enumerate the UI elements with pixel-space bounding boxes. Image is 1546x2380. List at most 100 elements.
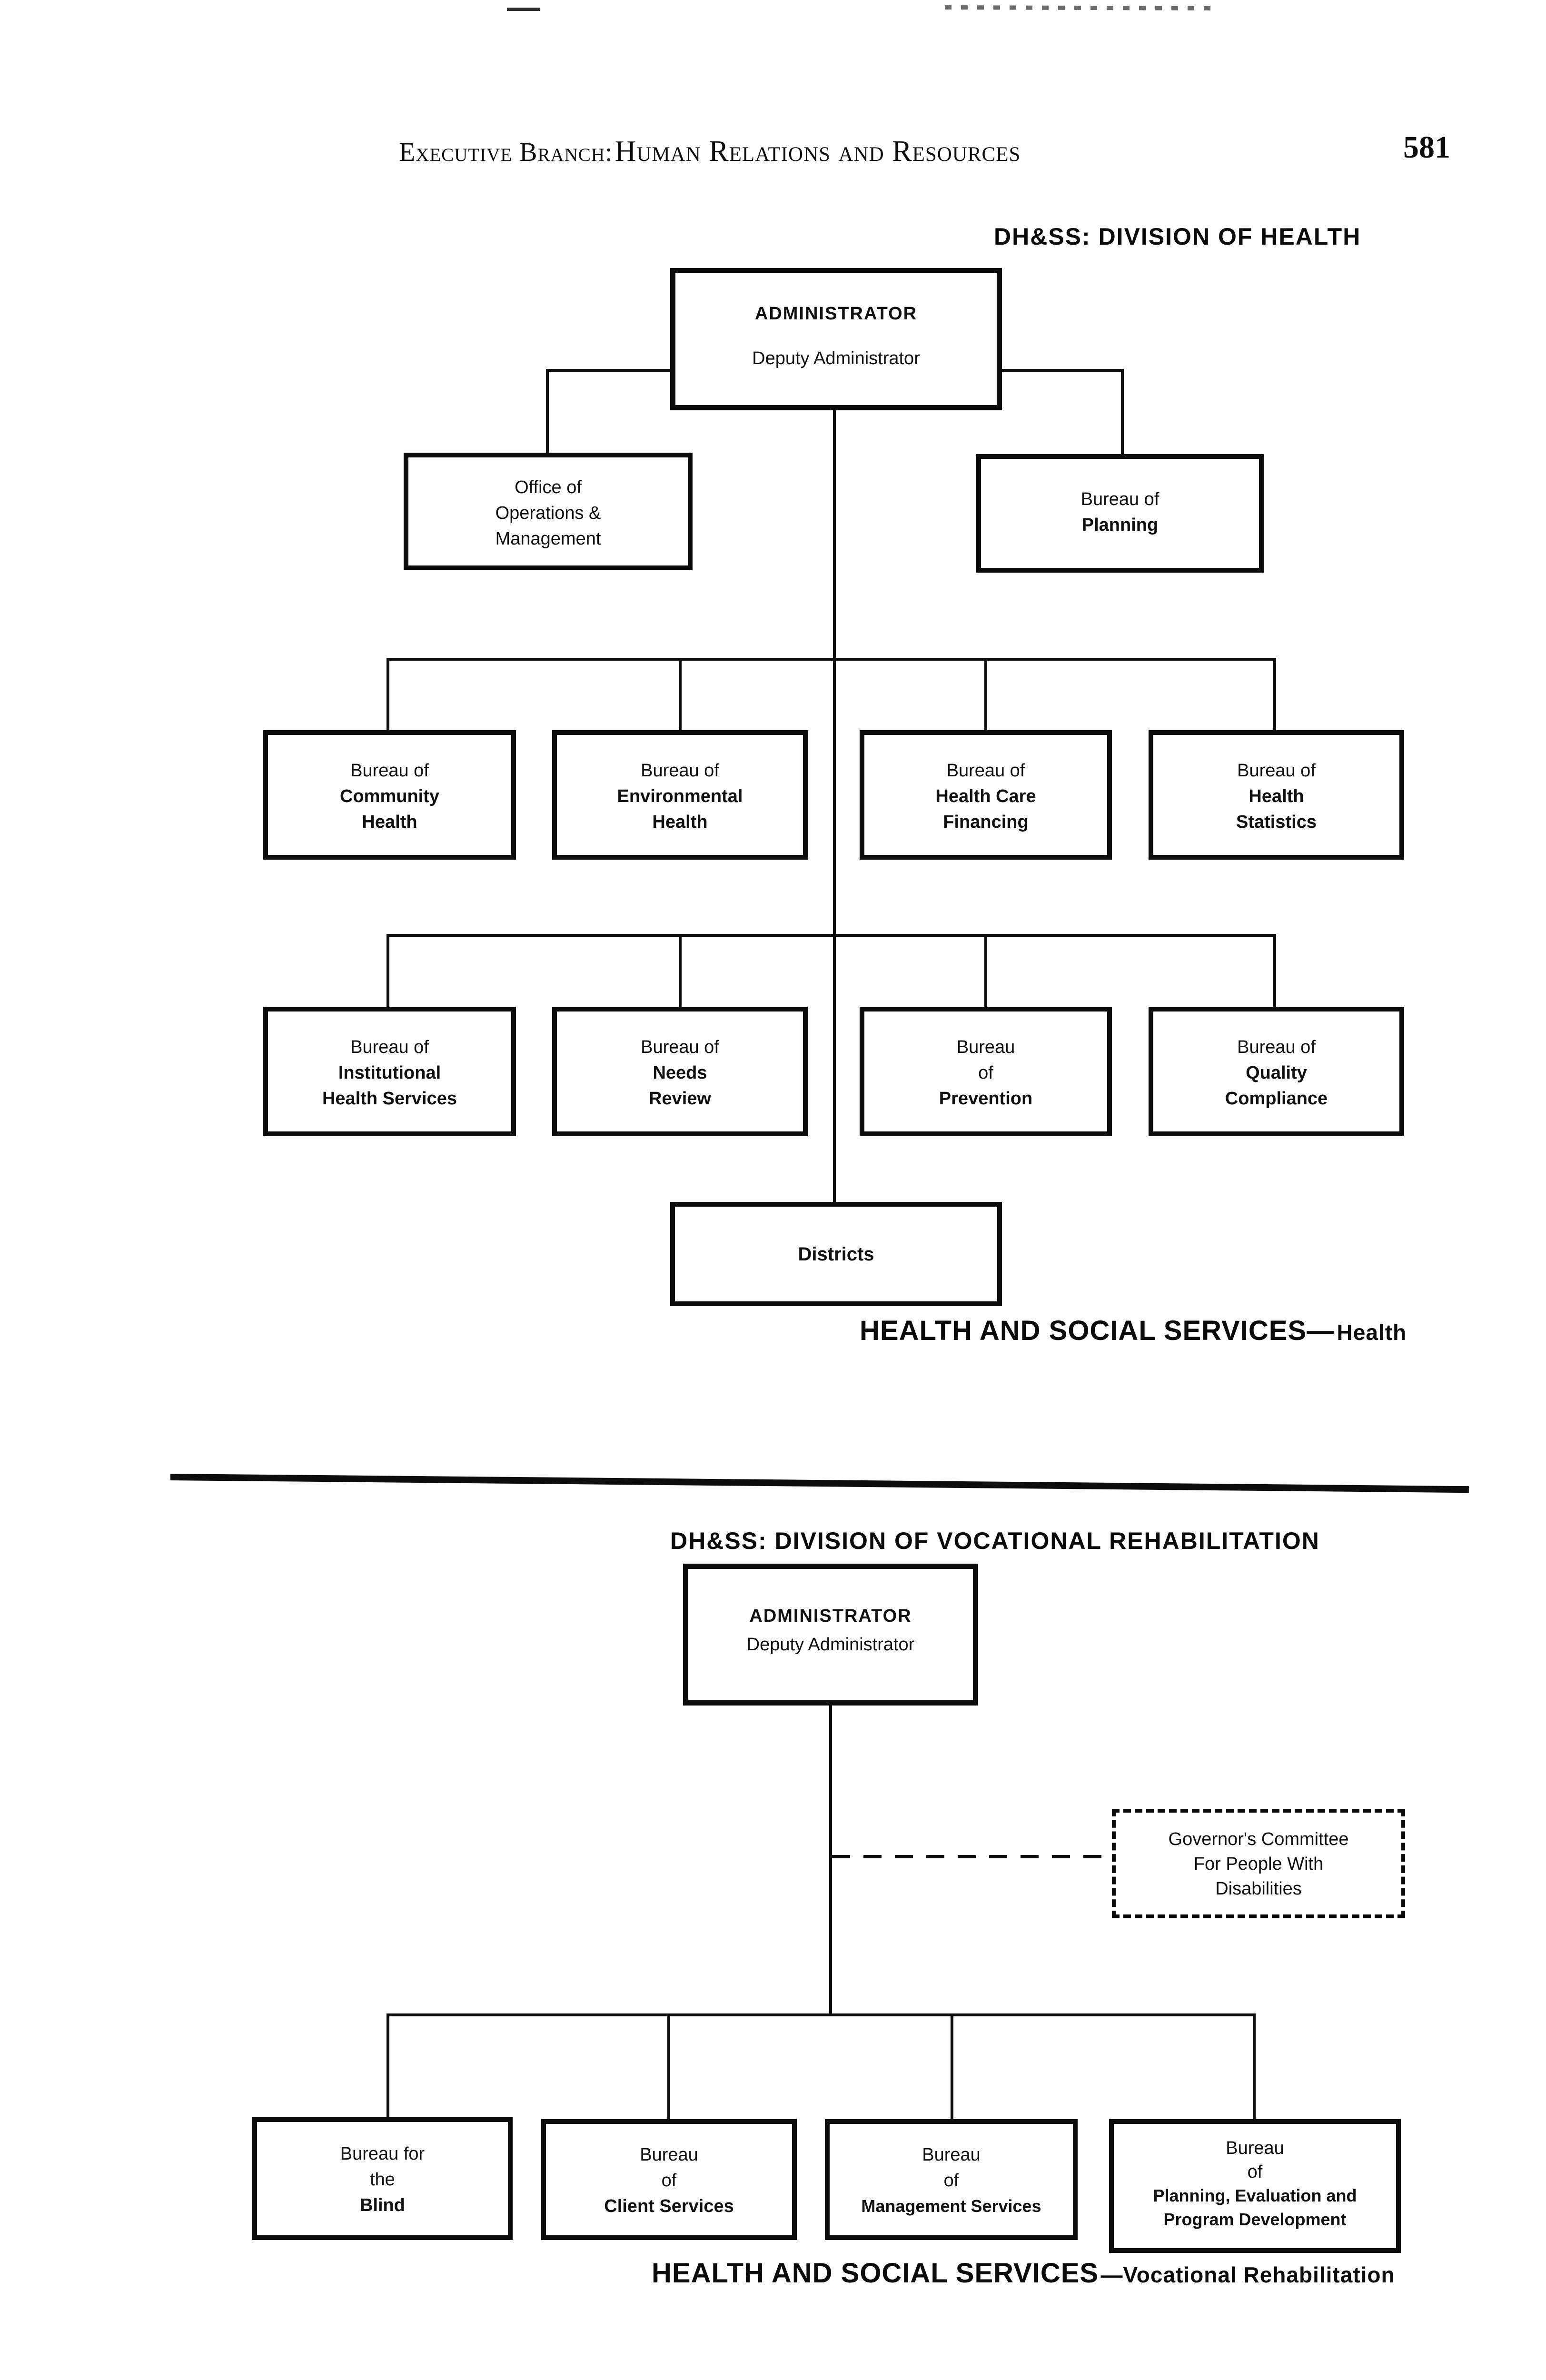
org-box-label-line: Financing	[943, 812, 1029, 832]
org-box-vocrehab-administrator: ADMINISTRATOR Deputy Administrator	[683, 1564, 978, 1706]
org-box-label-line: Bureau for	[340, 2144, 425, 2164]
chart-title-division-of-vocational-rehabilitation: DH&SS: DIVISION OF VOCATIONAL REHABILITA…	[670, 1527, 1320, 1554]
connector-line	[386, 934, 1276, 937]
org-box-label-line: Bureau of	[350, 1037, 429, 1057]
header-title: Human Relations and Resources	[614, 135, 1021, 168]
connector-line	[386, 2013, 389, 2119]
org-box-bureau-planning-evaluation-program-development: Bureau of Planning, Evaluation and Progr…	[1109, 2119, 1401, 2253]
org-box-label-line: Community	[340, 786, 439, 806]
connector-line	[984, 934, 987, 1008]
org-box-bureau-health-statistics: Bureau of Health Statistics	[1149, 730, 1404, 860]
deputy-administrator-label: Deputy Administrator	[746, 1635, 915, 1655]
caption-main-text: HEALTH AND SOCIAL SERVICES—	[860, 1315, 1335, 1346]
connector-line	[386, 2013, 1256, 2016]
caption-sub-text: —Vocational Rehabilitation	[1100, 2262, 1395, 2287]
org-box-office-operations-management: Office of Operations & Management	[404, 453, 693, 570]
org-box-label-line: Management	[495, 529, 601, 549]
connector-line	[833, 408, 836, 1203]
org-box-bureau-institutional-health-services: Bureau of Institutional Health Services	[263, 1007, 516, 1136]
dashed-connector-line	[832, 1855, 1113, 1858]
header-section: Executive Branch:	[399, 138, 613, 167]
org-box-label-line: Bureau	[922, 2145, 981, 2165]
connector-line	[386, 658, 389, 732]
connector-line	[1253, 2013, 1256, 2119]
org-box-label-line: of	[943, 2171, 959, 2191]
org-box-districts: Districts	[670, 1202, 1002, 1306]
org-box-label-line: Institutional	[338, 1063, 441, 1083]
connector-line	[951, 2013, 953, 2119]
org-box-label-line: Operations &	[495, 503, 601, 523]
org-box-label-line: Quality	[1246, 1063, 1307, 1083]
org-box-label-line: Bureau	[1226, 2138, 1284, 2158]
org-box-label-line: Health	[362, 812, 417, 832]
org-box-label-line: Planning, Evaluation and	[1153, 2186, 1357, 2205]
org-box-label-line: Governor's Committee	[1168, 1829, 1349, 1849]
org-box-bureau-quality-compliance: Bureau of Quality Compliance	[1149, 1007, 1404, 1136]
caption-health: HEALTH AND SOCIAL SERVICES— Health	[860, 1315, 1407, 1347]
org-box-label-line: Program Development	[1163, 2210, 1347, 2229]
section-divider-rule	[170, 1474, 1469, 1493]
org-box-label-line: Bureau of	[641, 761, 719, 781]
connector-line	[667, 2013, 670, 2119]
org-box-label-line: Health Care	[935, 786, 1036, 806]
caption-vocational-rehabilitation: HEALTH AND SOCIAL SERVICES —Vocational R…	[652, 2257, 1395, 2289]
org-box-label-line: Bureau of	[350, 761, 429, 781]
caption-main-text: HEALTH AND SOCIAL SERVICES	[652, 2258, 1099, 2289]
org-box-label-line: the	[370, 2170, 395, 2190]
connector-line	[679, 934, 682, 1008]
org-box-label-line: Statistics	[1236, 812, 1317, 832]
org-box-label-line: Planning	[1081, 515, 1159, 535]
connector-line	[547, 369, 672, 372]
org-box-bureau-environmental-health: Bureau of Environmental Health	[552, 730, 808, 860]
org-box-label-line: Bureau of	[641, 1037, 719, 1057]
org-box-label-line: Health	[1249, 786, 1304, 806]
org-box-bureau-management-services: Bureau of Management Services	[825, 2119, 1078, 2240]
deputy-administrator-label: Deputy Administrator	[752, 348, 920, 368]
org-box-label-line: Client Services	[604, 2196, 734, 2216]
connector-line	[679, 658, 682, 732]
org-box-label-line: Bureau	[956, 1037, 1015, 1057]
org-box-label-line: Review	[649, 1089, 711, 1109]
org-box-label-line: Environmental	[617, 786, 743, 806]
scan-artifact	[944, 5, 1219, 11]
org-box-label-line: Disabilities	[1215, 1879, 1302, 1899]
org-box-label-line: Bureau of	[1237, 1037, 1316, 1057]
org-box-health-administrator: ADMINISTRATOR Deputy Administrator	[670, 268, 1002, 410]
connector-line	[1000, 369, 1124, 372]
org-box-bureau-client-services: Bureau of Client Services	[541, 2119, 797, 2240]
connector-line	[1121, 369, 1124, 456]
org-box-label-line: Bureau of	[1080, 489, 1160, 509]
org-box-label-line: Prevention	[939, 1089, 1033, 1109]
caption-sub-text: Health	[1337, 1320, 1407, 1345]
page-number: 581	[1403, 130, 1450, 165]
connector-line	[1273, 934, 1276, 1008]
org-box-label-line: Districts	[798, 1243, 874, 1265]
org-box-label-line: Bureau of	[946, 761, 1025, 781]
administrator-label: ADMINISTRATOR	[749, 1606, 912, 1626]
org-box-label-line: of	[1247, 2162, 1263, 2182]
org-box-label-line: For People With	[1193, 1854, 1324, 1874]
org-box-bureau-health-care-financing: Bureau of Health Care Financing	[860, 730, 1112, 860]
org-box-governors-committee: Governor's Committee For People With Dis…	[1112, 1809, 1405, 1918]
org-box-label-line: Blind	[360, 2195, 405, 2215]
page-header: Executive Branch: Human Relations and Re…	[399, 135, 1021, 169]
chart-title-division-of-health: DH&SS: DIVISION OF HEALTH	[994, 223, 1361, 250]
scan-artifact	[507, 8, 540, 11]
org-box-bureau-planning: Bureau of Planning	[976, 454, 1264, 573]
connector-line	[984, 658, 987, 732]
connector-line	[386, 934, 389, 1008]
administrator-label: ADMINISTRATOR	[754, 304, 918, 324]
org-box-label-line: Health	[652, 812, 708, 832]
connector-line	[546, 369, 549, 455]
org-box-label-line: Compliance	[1225, 1089, 1328, 1109]
org-box-bureau-prevention: Bureau of Prevention	[860, 1007, 1112, 1136]
org-box-label-line: Bureau of	[1237, 761, 1316, 781]
connector-line	[386, 658, 1276, 661]
connector-line	[1273, 658, 1276, 732]
org-box-label-line: of	[978, 1063, 993, 1083]
connector-line	[829, 1704, 832, 2016]
org-box-label-line: Management Services	[861, 2196, 1041, 2216]
org-box-bureau-community-health: Bureau of Community Health	[263, 730, 516, 860]
org-box-bureau-needs-review: Bureau of Needs Review	[552, 1007, 808, 1136]
